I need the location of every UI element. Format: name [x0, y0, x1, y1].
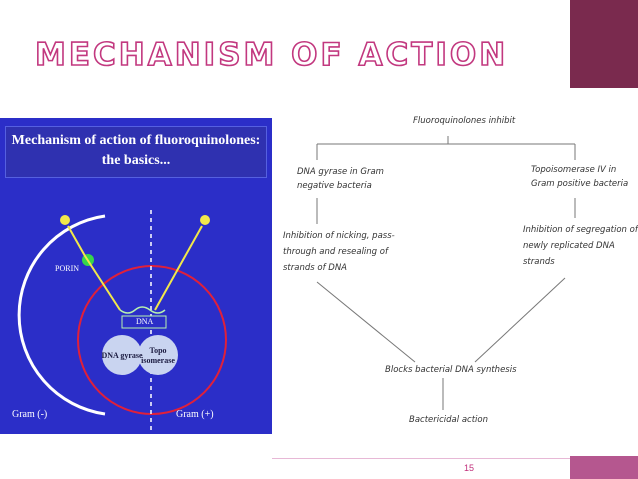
node-right-effect-line3: strands [523, 257, 555, 267]
node-dna-gyrase-line1: DNA gyrase in Gram [297, 167, 384, 177]
image-header: Mechanism of action of fluoroquinolones:… [5, 126, 267, 178]
gram-positive-label: Gram (+) [176, 409, 214, 420]
node-left-effect-line3: strands of DNA [283, 263, 347, 273]
node-right-effect-line1: Inhibition of segregation of [523, 225, 638, 235]
slide-title: MECHANISM OF ACTION [34, 37, 509, 73]
porin-label: PORIN [55, 264, 80, 273]
dna-gyrase-label: DNA gyrase [101, 351, 143, 360]
node-topoisomerase-line1: Topoisomerase IV in [531, 165, 617, 175]
page-number: 15 [464, 463, 475, 473]
dna-gyrase-enzyme [102, 335, 142, 375]
flowchart-connectors [316, 136, 576, 410]
fluoroquinolone-mechanism-image: Mechanism of action of fluoroquinolones:… [0, 118, 272, 434]
cell-wall-circle [77, 265, 227, 415]
node-left-effect-line2: through and resealing of [283, 247, 388, 257]
node-dna-gyrase-line2: negative bacteria [297, 181, 372, 191]
cell-diagram [17, 210, 227, 434]
gram-negative-outer-membrane [17, 214, 106, 416]
flowchart: Fluoroquinolones inhibit DNA gyrase in G… [275, 100, 638, 450]
arrow-right [154, 225, 203, 311]
drug-molecule-right [200, 215, 210, 225]
node-fluoroquinolones-inhibit: Fluoroquinolones inhibit [413, 116, 516, 126]
drug-molecule-left [60, 215, 70, 225]
node-topoisomerase-line2: Gram positive bacteria [531, 179, 629, 189]
topo-label-line1: Topo [149, 346, 167, 355]
node-bactericidal-action: Bactericidal action [409, 415, 488, 425]
node-left-effect-line1: Inhibition of nicking, pass- [283, 231, 395, 241]
corner-decoration [570, 0, 638, 88]
topoisomerase-enzyme [138, 335, 178, 375]
dna-label: DNA [136, 317, 154, 326]
arrow-left [67, 225, 121, 311]
node-right-effect-line2: newly replicated DNA [523, 241, 615, 251]
dna-strand [119, 306, 166, 314]
node-blocks-dna-synthesis: Blocks bacterial DNA synthesis [385, 365, 517, 375]
image-header-line1: Mechanism of action of fluoroquinolones: [11, 133, 261, 148]
dna-box [121, 315, 167, 329]
image-header-line2: the basics... [101, 153, 171, 168]
footer-divider [272, 458, 570, 459]
footer-decoration [570, 456, 638, 479]
gram-negative-label: Gram (-) [12, 409, 48, 420]
topo-label-line2: isomerase [141, 356, 175, 365]
